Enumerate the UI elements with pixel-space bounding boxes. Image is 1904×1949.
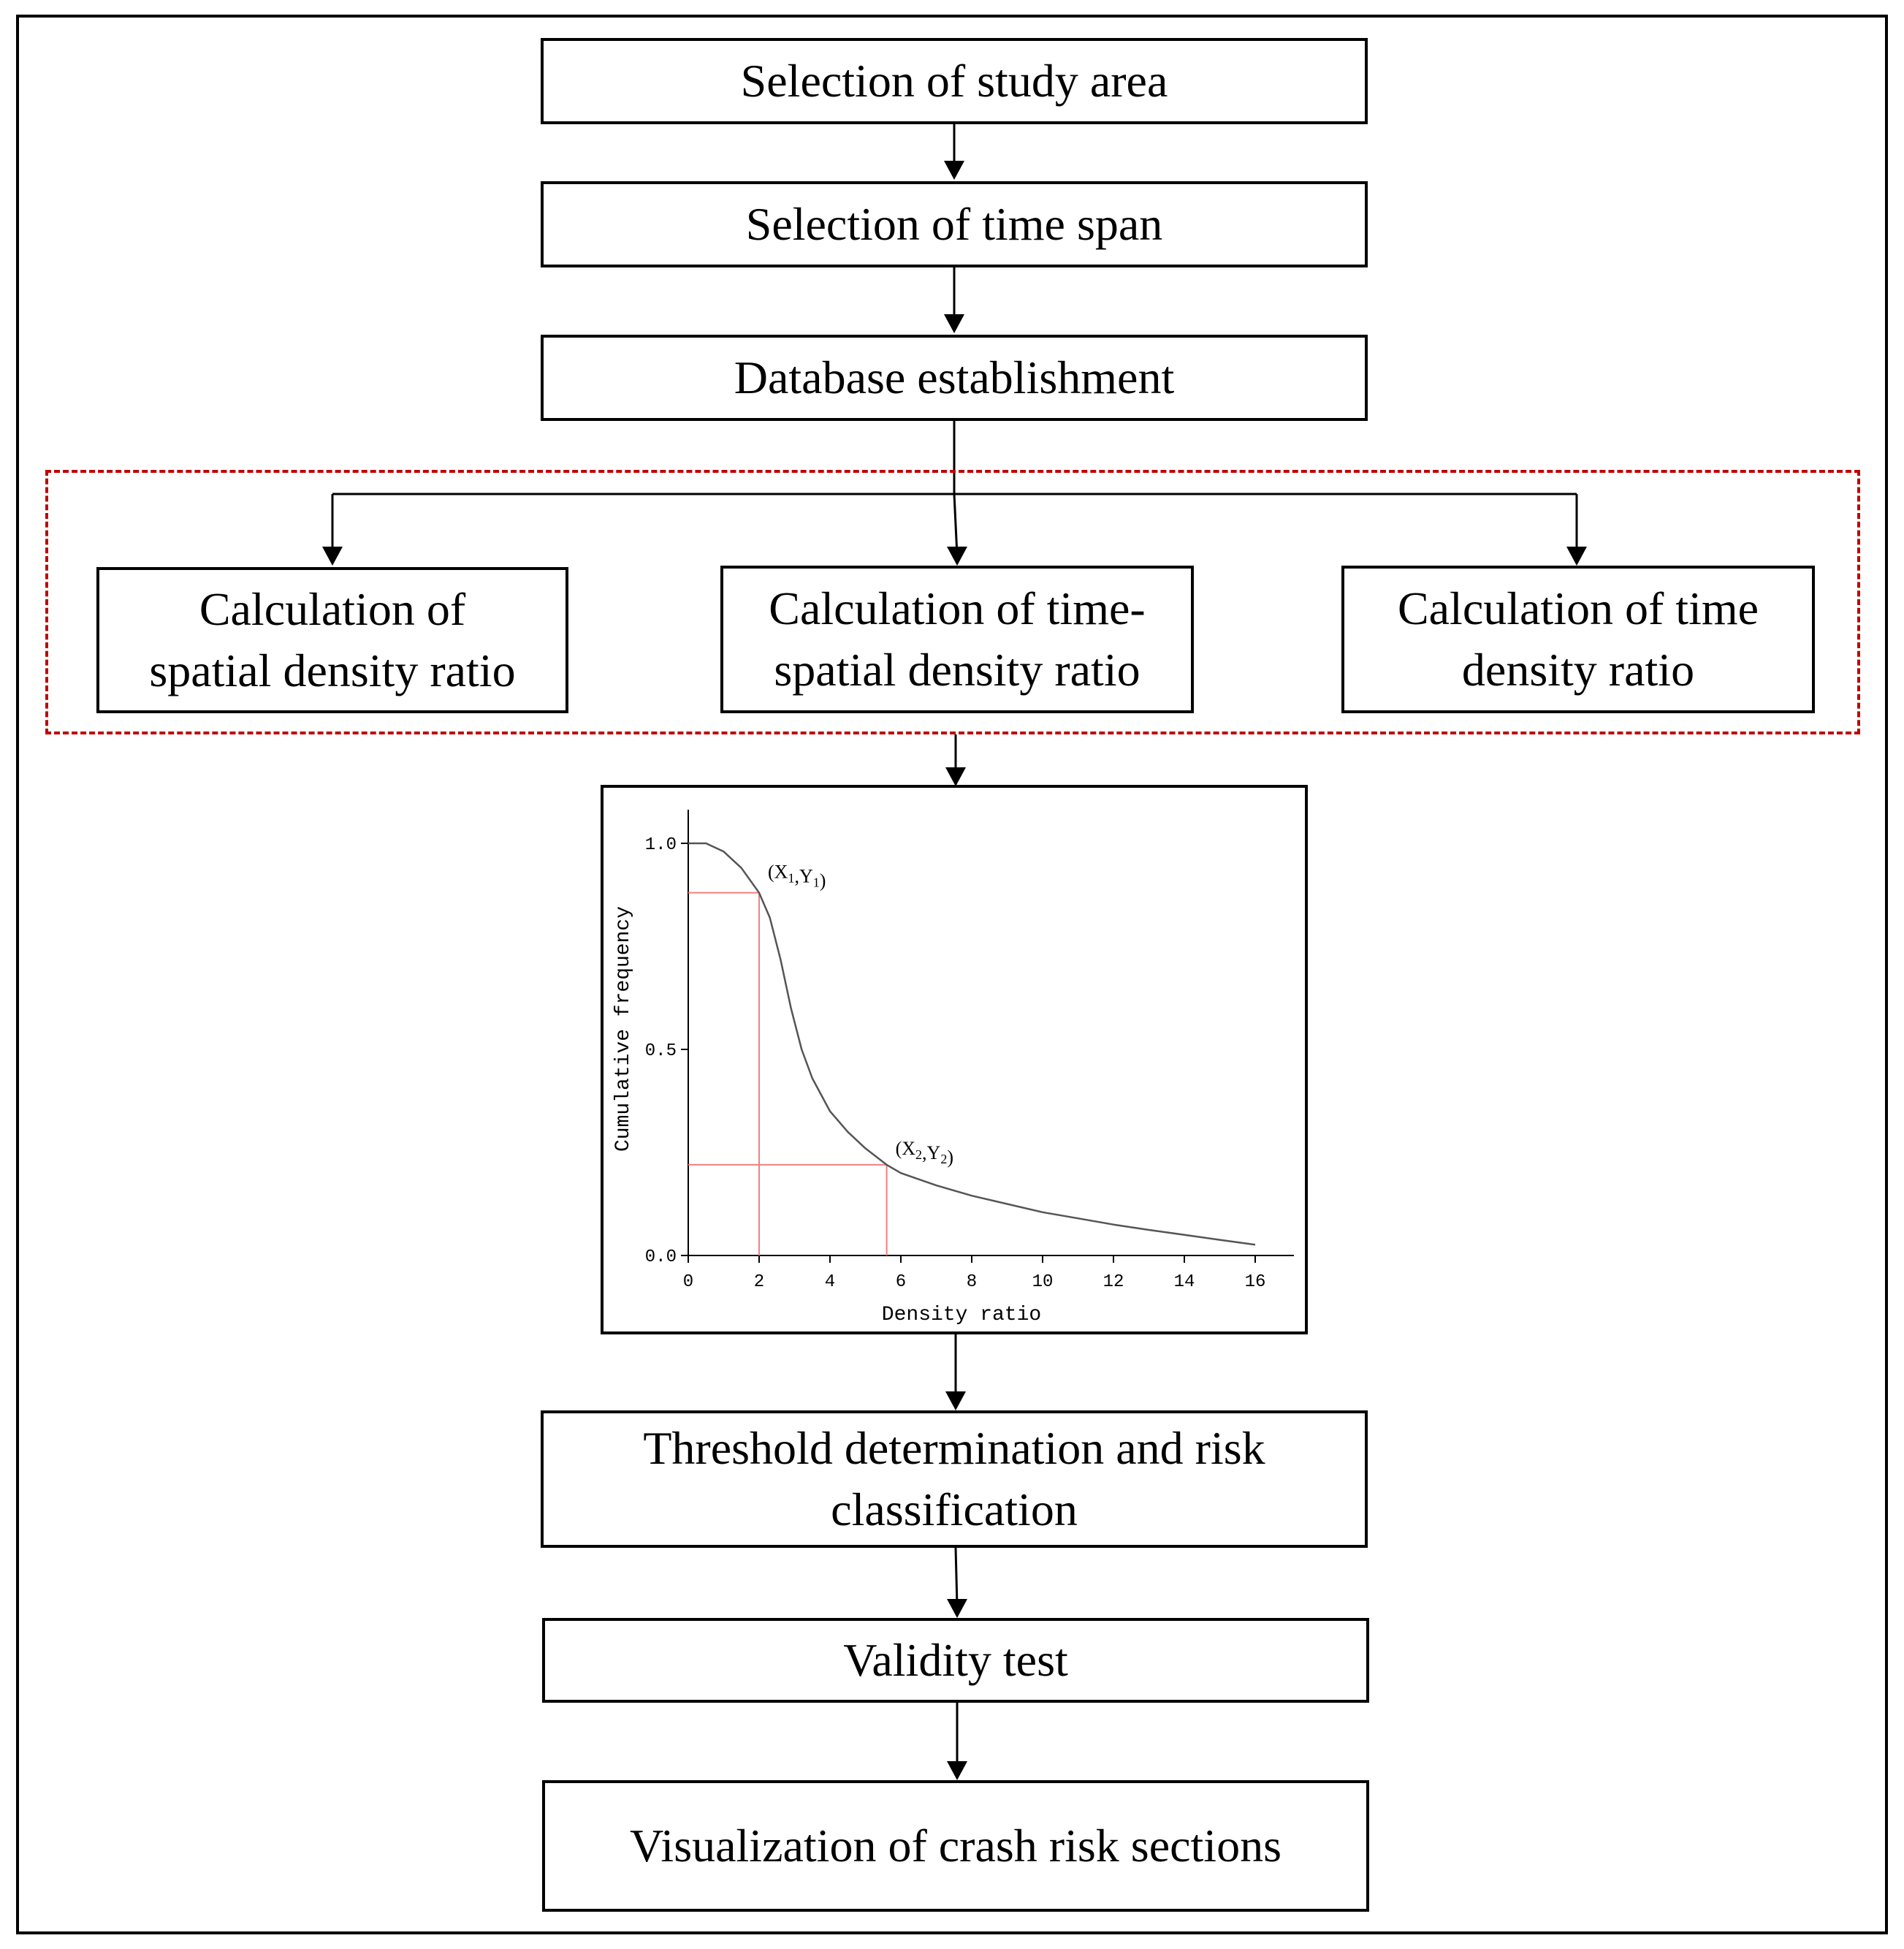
y-axis-label: Cumulative frequency — [612, 906, 635, 1152]
arrowhead-calc-to-chart — [945, 767, 966, 786]
arrowhead-area-to-span — [944, 161, 964, 180]
x-tick-label-3: 6 — [896, 1272, 906, 1292]
step-validity-label: Validity test — [843, 1634, 1068, 1686]
point-label-2: (X2,Y2) — [896, 1138, 953, 1168]
arrowhead-branch-center — [947, 547, 967, 566]
line-branch-center — [953, 493, 959, 556]
step-database: Database establishment — [541, 335, 1368, 421]
x-tick-label-1: 2 — [754, 1272, 764, 1292]
step-time-line1: Calculation of time — [1397, 582, 1759, 634]
arrowhead-branch-right — [1566, 547, 1587, 566]
y-tick-label-1: 0.5 — [645, 1041, 677, 1061]
cumulative-curve — [688, 842, 1256, 1246]
step-threshold: Threshold determination and risk classif… — [541, 1410, 1368, 1548]
step-time-line2: density ratio — [1461, 644, 1695, 696]
step-threshold-line2: classification — [831, 1483, 1078, 1535]
x-axis-label: Density ratio — [882, 1304, 1041, 1326]
step-time-spatial-density: Calculation of time- spatial density rat… — [720, 566, 1194, 713]
x-tick-label-4: 8 — [967, 1272, 977, 1292]
step-time-span: Selection of time span — [541, 181, 1368, 267]
arrowhead-branch-left — [322, 547, 343, 566]
step-time-span-label: Selection of time span — [745, 198, 1163, 250]
step-threshold-line1: Threshold determination and risk — [643, 1422, 1265, 1474]
x-tick-label-5: 10 — [1032, 1272, 1054, 1292]
step-time-spatial-line2: spatial density ratio — [774, 644, 1141, 696]
step-spatial-line2: spatial density ratio — [149, 645, 516, 696]
step-time-spatial-line1: Calculation of time- — [769, 582, 1146, 634]
line-threshold-to-validity — [954, 1547, 959, 1607]
x-tick-label-8: 16 — [1245, 1272, 1266, 1292]
arrowhead-threshold-to-validity — [947, 1599, 967, 1618]
step-validity: Validity test — [542, 1618, 1369, 1703]
x-tick-label-6: 12 — [1103, 1272, 1124, 1292]
arrowhead-chart-to-threshold — [945, 1391, 966, 1410]
point-label-1: (X1,Y1) — [768, 862, 826, 892]
calculation-group-border — [45, 470, 1860, 734]
arrowhead-span-to-db — [944, 314, 964, 333]
y-tick-label-2: 1.0 — [645, 835, 677, 855]
step-visualization-label: Visualization of crash risk sections — [630, 1820, 1282, 1872]
step-time-density: Calculation of time density ratio — [1341, 566, 1815, 713]
arrowhead-validity-to-visual — [947, 1761, 967, 1780]
step-visualization: Visualization of crash risk sections — [542, 1780, 1369, 1912]
step-study-area-label: Selection of study area — [740, 55, 1168, 107]
y-tick-label-0: 0.0 — [645, 1247, 677, 1267]
step-database-label: Database establishment — [734, 352, 1175, 403]
x-tick-label-0: 0 — [683, 1272, 693, 1292]
x-tick-label-7: 14 — [1174, 1272, 1195, 1292]
step-spatial-density: Calculation of spatial density ratio — [96, 567, 568, 713]
step-spatial-line1: Calculation of — [199, 583, 466, 635]
outer-frame — [16, 15, 1888, 1934]
x-tick-label-2: 4 — [825, 1272, 835, 1292]
step-study-area: Selection of study area — [541, 38, 1368, 124]
